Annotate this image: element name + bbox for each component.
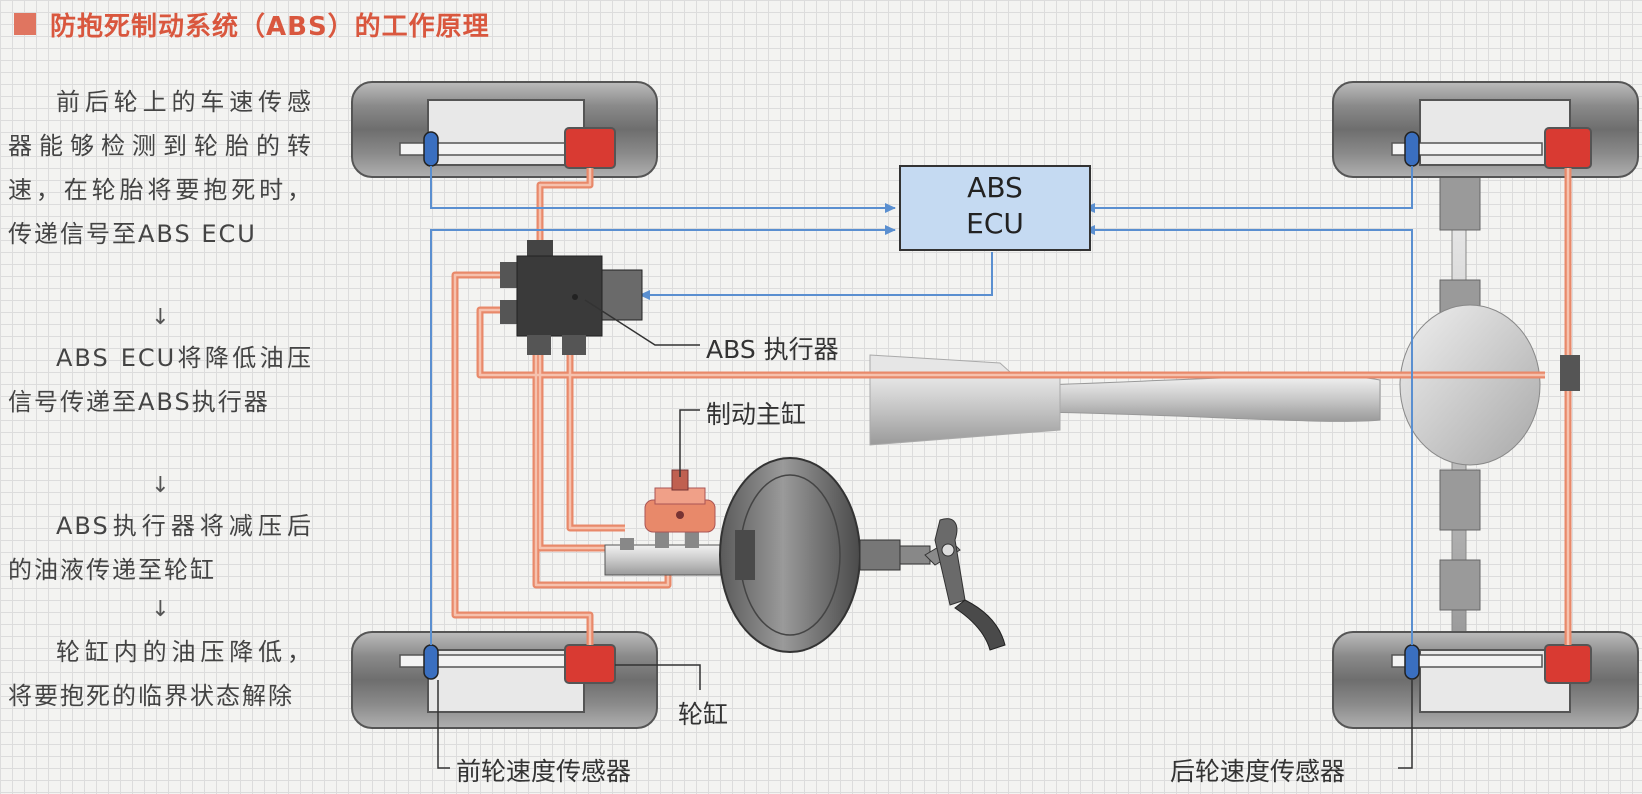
brake-booster (720, 458, 930, 652)
abs-ecu-label-line1: ABS (900, 170, 1090, 206)
wheel-cylinder-label: 轮缸 (678, 695, 728, 731)
master-cylinder-label: 制动主缸 (706, 395, 806, 431)
master-cylinder (605, 470, 735, 575)
abs-ecu-label-line2: ECU (900, 206, 1090, 242)
wheel-front-right (352, 632, 657, 728)
front-sensor-label: 前轮速度传感器 (456, 752, 631, 788)
abs-ecu-label: ABS ECU (900, 170, 1090, 242)
rear-sensor-label: 后轮速度传感器 (1170, 752, 1345, 788)
wheel-rear-left (1333, 82, 1638, 177)
actuator-label: ABS 执行器 (706, 330, 839, 366)
rear-tee-fitting (1560, 355, 1580, 391)
brake-pedal (925, 519, 1005, 650)
wheel-rear-right (1333, 632, 1638, 728)
abs-actuator (500, 240, 642, 355)
wheel-front-left (352, 82, 657, 177)
